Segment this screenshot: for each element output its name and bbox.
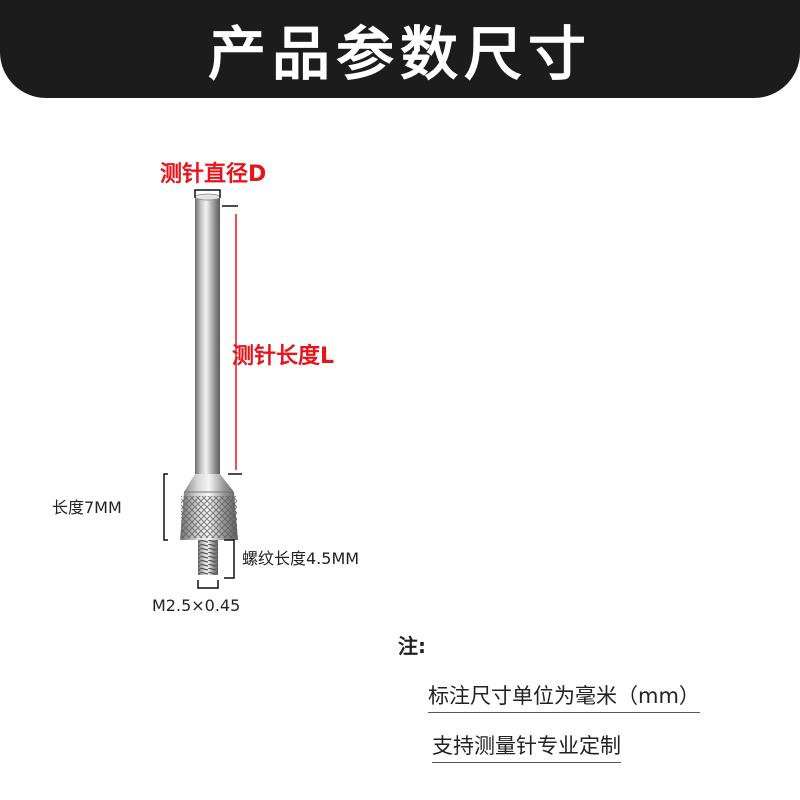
thread-length-label: 螺纹长度4.5MM [242,549,360,568]
head-length-dimension [163,473,168,541]
note-item-custom: 支持测量针专业定制 [432,730,621,763]
thread-spec-dimension [197,580,219,589]
stylus-shaft [194,193,221,476]
thread-spec-label: M2.5×0.45 [152,596,241,615]
stylus-knurled-head [180,474,238,540]
stylus-thread [198,540,218,575]
length-dimension [222,205,242,475]
diameter-label: 测针直径D [160,162,267,187]
notes-heading: 注: [398,634,426,658]
note-item-unit: 标注尺寸单位为毫米（mm） [428,680,700,713]
thread-length-dimension [224,539,235,579]
page-title: 产品参数尺寸 [207,20,592,88]
length-label: 测针长度L [232,344,335,369]
title-banner: 产品参数尺寸 [0,0,800,98]
diameter-dimension [194,189,221,198]
head-length-label: 长度7MM [52,498,122,517]
